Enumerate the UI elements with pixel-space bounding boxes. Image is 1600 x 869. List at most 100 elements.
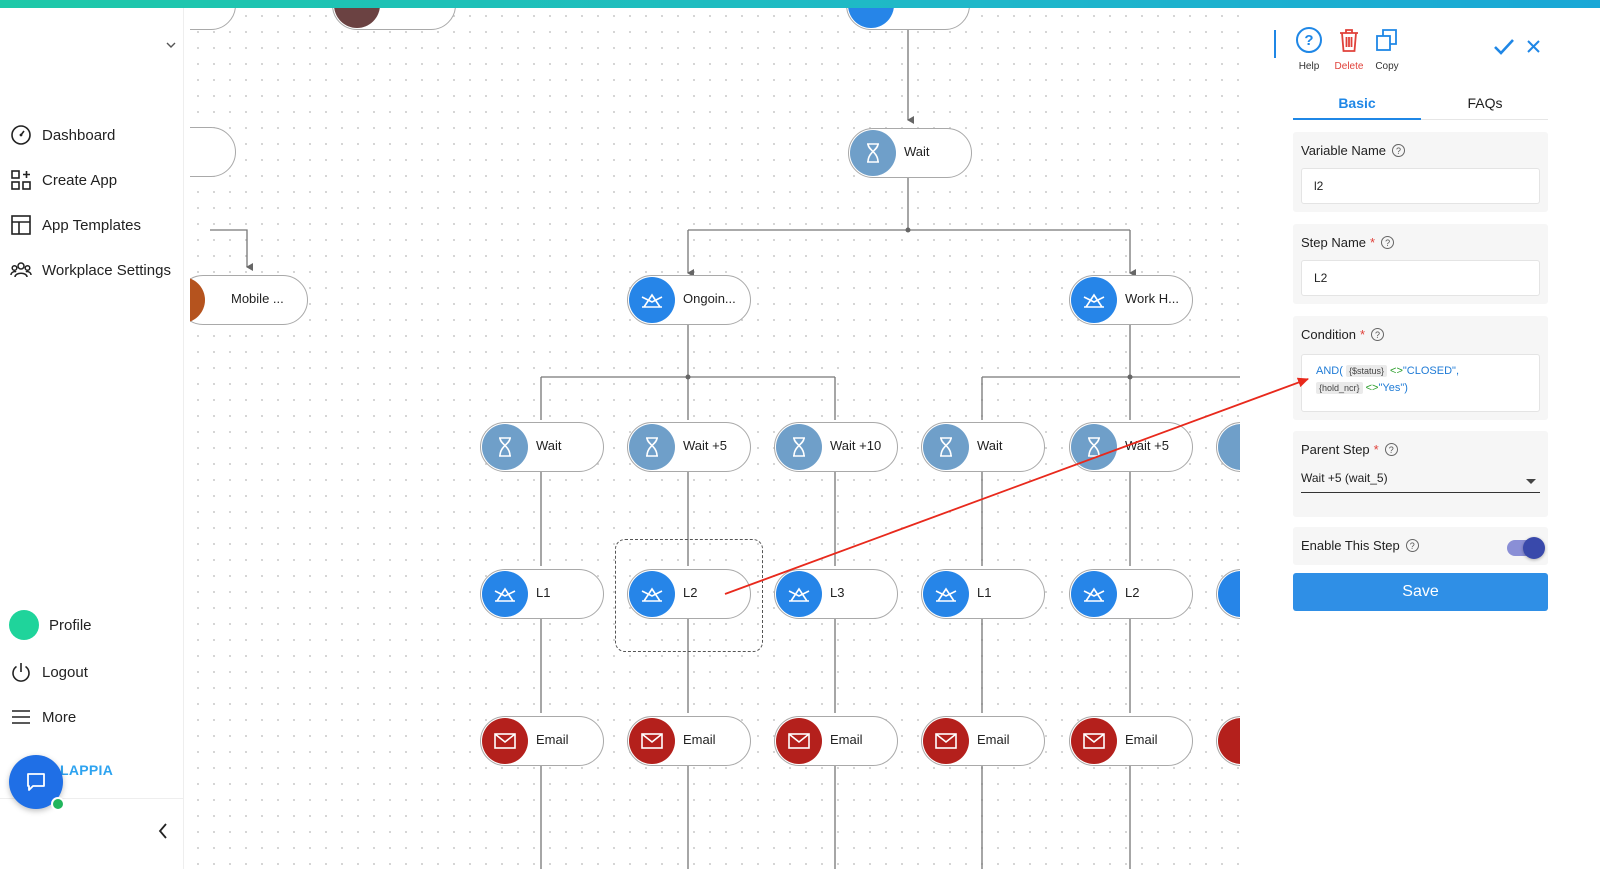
hourglass-icon bbox=[776, 424, 822, 470]
condition-label: Condition * ? bbox=[1301, 327, 1384, 342]
node-label: L2 bbox=[683, 585, 698, 600]
flow-node-partial[interactable] bbox=[846, 8, 970, 30]
flow-node-email[interactable]: Email bbox=[921, 716, 1045, 766]
enable-step-toggle[interactable] bbox=[1507, 537, 1545, 559]
sidebar-item-create-app[interactable]: Create App bbox=[10, 168, 117, 192]
help-button[interactable]: ? Help bbox=[1287, 26, 1331, 72]
menu-icon bbox=[10, 706, 32, 728]
enable-step-card: Enable This Step ? bbox=[1293, 527, 1548, 565]
app-templates-icon bbox=[10, 214, 32, 236]
flow-node-wait[interactable]: Wait bbox=[921, 422, 1045, 472]
flow-node-wait[interactable]: Wait bbox=[848, 128, 972, 178]
enable-step-label: Enable This Step ? bbox=[1301, 538, 1419, 553]
sidebar-item-label: Profile bbox=[49, 616, 92, 634]
sidebar: Dashboard Create App App Templates Workp… bbox=[0, 8, 184, 869]
close-icon[interactable] bbox=[1526, 39, 1541, 54]
workflow-canvas[interactable]: Wait Mobile ... Ongoin... Work H... Wait… bbox=[190, 8, 1240, 869]
email-icon bbox=[923, 718, 969, 764]
sidebar-item-label: Logout bbox=[42, 663, 88, 681]
flow-node-condition[interactable]: L3 bbox=[774, 569, 898, 619]
hourglass-icon bbox=[923, 424, 969, 470]
help-label: Help bbox=[1298, 61, 1320, 72]
parent-step-label: Parent Step * ? bbox=[1301, 442, 1398, 457]
flow-node-condition[interactable]: L1 bbox=[921, 569, 1045, 619]
svg-text:?: ? bbox=[1304, 32, 1313, 49]
condition-operator: <> bbox=[1390, 365, 1403, 377]
sidebar-item-app-templates[interactable]: App Templates bbox=[10, 213, 141, 237]
chevron-left-icon[interactable] bbox=[154, 820, 172, 842]
field-token[interactable]: {$status} bbox=[1345, 365, 1387, 377]
node-label: L1 bbox=[977, 585, 992, 600]
chevron-down-icon[interactable] bbox=[164, 38, 178, 52]
condition-editor[interactable]: AND( {$status} <>"CLOSED", {hold_ncr} <>… bbox=[1301, 354, 1540, 412]
step-name-input[interactable] bbox=[1301, 260, 1540, 296]
sidebar-item-dashboard[interactable]: Dashboard bbox=[10, 123, 115, 147]
field-label-text: Step Name bbox=[1301, 235, 1367, 250]
save-button[interactable]: Save bbox=[1293, 573, 1548, 611]
parent-step-select[interactable]: Wait +5 (wait_5) bbox=[1301, 471, 1540, 493]
condition-value: "Yes") bbox=[1378, 382, 1408, 394]
flow-node-condition-selected[interactable]: L2 bbox=[627, 569, 751, 619]
question-icon[interactable]: ? bbox=[1405, 539, 1419, 552]
flow-node-condition[interactable]: Work H... bbox=[1069, 275, 1193, 325]
copy-icon bbox=[1376, 29, 1397, 51]
email-icon bbox=[482, 718, 528, 764]
node-label: Wait +10 bbox=[830, 438, 882, 453]
sidebar-item-profile[interactable]: Profile bbox=[9, 610, 92, 640]
node-label: Work H... bbox=[1125, 291, 1179, 306]
flow-node-condition[interactable]: L2 bbox=[1069, 569, 1193, 619]
delete-button[interactable]: Delete bbox=[1327, 26, 1371, 72]
flow-node-email[interactable]: Email bbox=[480, 716, 604, 766]
flow-node-wait[interactable]: Wait +10 bbox=[774, 422, 898, 472]
checkmark-icon[interactable] bbox=[1493, 38, 1515, 56]
workplace-settings-icon bbox=[10, 259, 32, 281]
sidebar-item-workplace-settings[interactable]: Workplace Settings bbox=[10, 258, 171, 282]
help-icon: ? bbox=[1296, 27, 1322, 53]
flow-node-email[interactable]: Email bbox=[1069, 716, 1193, 766]
flow-node-wait[interactable]: Wait +5 bbox=[1069, 422, 1193, 472]
dropdown-caret-icon bbox=[1526, 479, 1536, 484]
flow-node-partial[interactable] bbox=[332, 8, 456, 30]
online-status-dot bbox=[51, 797, 65, 811]
flow-node-condition[interactable]: Ongoin... bbox=[627, 275, 751, 325]
node-label: Email bbox=[830, 732, 863, 747]
create-app-icon bbox=[10, 169, 32, 191]
node-label: Wait +5 bbox=[683, 438, 727, 453]
flow-node-email[interactable]: Email bbox=[627, 716, 751, 766]
node-label: Mobile ... bbox=[231, 291, 284, 306]
step-name-label: Step Name * ? bbox=[1301, 235, 1395, 250]
sidebar-item-label: Create App bbox=[42, 171, 118, 189]
question-icon[interactable]: ? bbox=[1371, 328, 1384, 341]
node-label: L3 bbox=[830, 585, 845, 600]
tab-faqs[interactable]: FAQs bbox=[1467, 95, 1503, 111]
required-marker: * bbox=[1370, 235, 1376, 250]
sidebar-item-logout[interactable]: Logout bbox=[10, 660, 88, 684]
flow-node-partial[interactable] bbox=[190, 127, 236, 177]
flow-node-condition[interactable]: L1 bbox=[480, 569, 604, 619]
dashboard-icon bbox=[10, 124, 32, 146]
condition-operator: <> bbox=[1365, 382, 1379, 394]
top-accent-bar bbox=[0, 0, 1600, 8]
flow-node-mobile[interactable]: Mobile ... bbox=[190, 275, 308, 325]
flow-node-email[interactable]: Email bbox=[774, 716, 898, 766]
node-label: Email bbox=[977, 732, 1010, 747]
question-icon[interactable]: ? bbox=[1384, 443, 1398, 456]
field-label-text: Condition bbox=[1301, 327, 1356, 342]
flow-node-wait[interactable]: Wait +5 bbox=[627, 422, 751, 472]
tab-basic[interactable]: Basic bbox=[1293, 86, 1421, 120]
copy-button[interactable]: Copy bbox=[1365, 26, 1409, 72]
flow-node-wait[interactable]: Wait bbox=[480, 422, 604, 472]
hourglass-icon bbox=[1218, 424, 1240, 470]
sidebar-item-more[interactable]: More bbox=[10, 705, 76, 729]
divider bbox=[0, 798, 184, 799]
selected-node-outline bbox=[615, 539, 763, 652]
question-icon[interactable]: ? bbox=[1381, 236, 1395, 249]
condition-icon bbox=[629, 571, 675, 617]
trash-icon bbox=[1340, 29, 1358, 52]
mobile-icon bbox=[190, 277, 205, 323]
hourglass-icon bbox=[850, 130, 896, 176]
field-token[interactable]: {hold_ncr} bbox=[1316, 382, 1363, 394]
question-icon[interactable]: ? bbox=[1392, 144, 1406, 157]
variable-name-input[interactable] bbox=[1301, 168, 1540, 204]
node-icon bbox=[848, 8, 894, 28]
